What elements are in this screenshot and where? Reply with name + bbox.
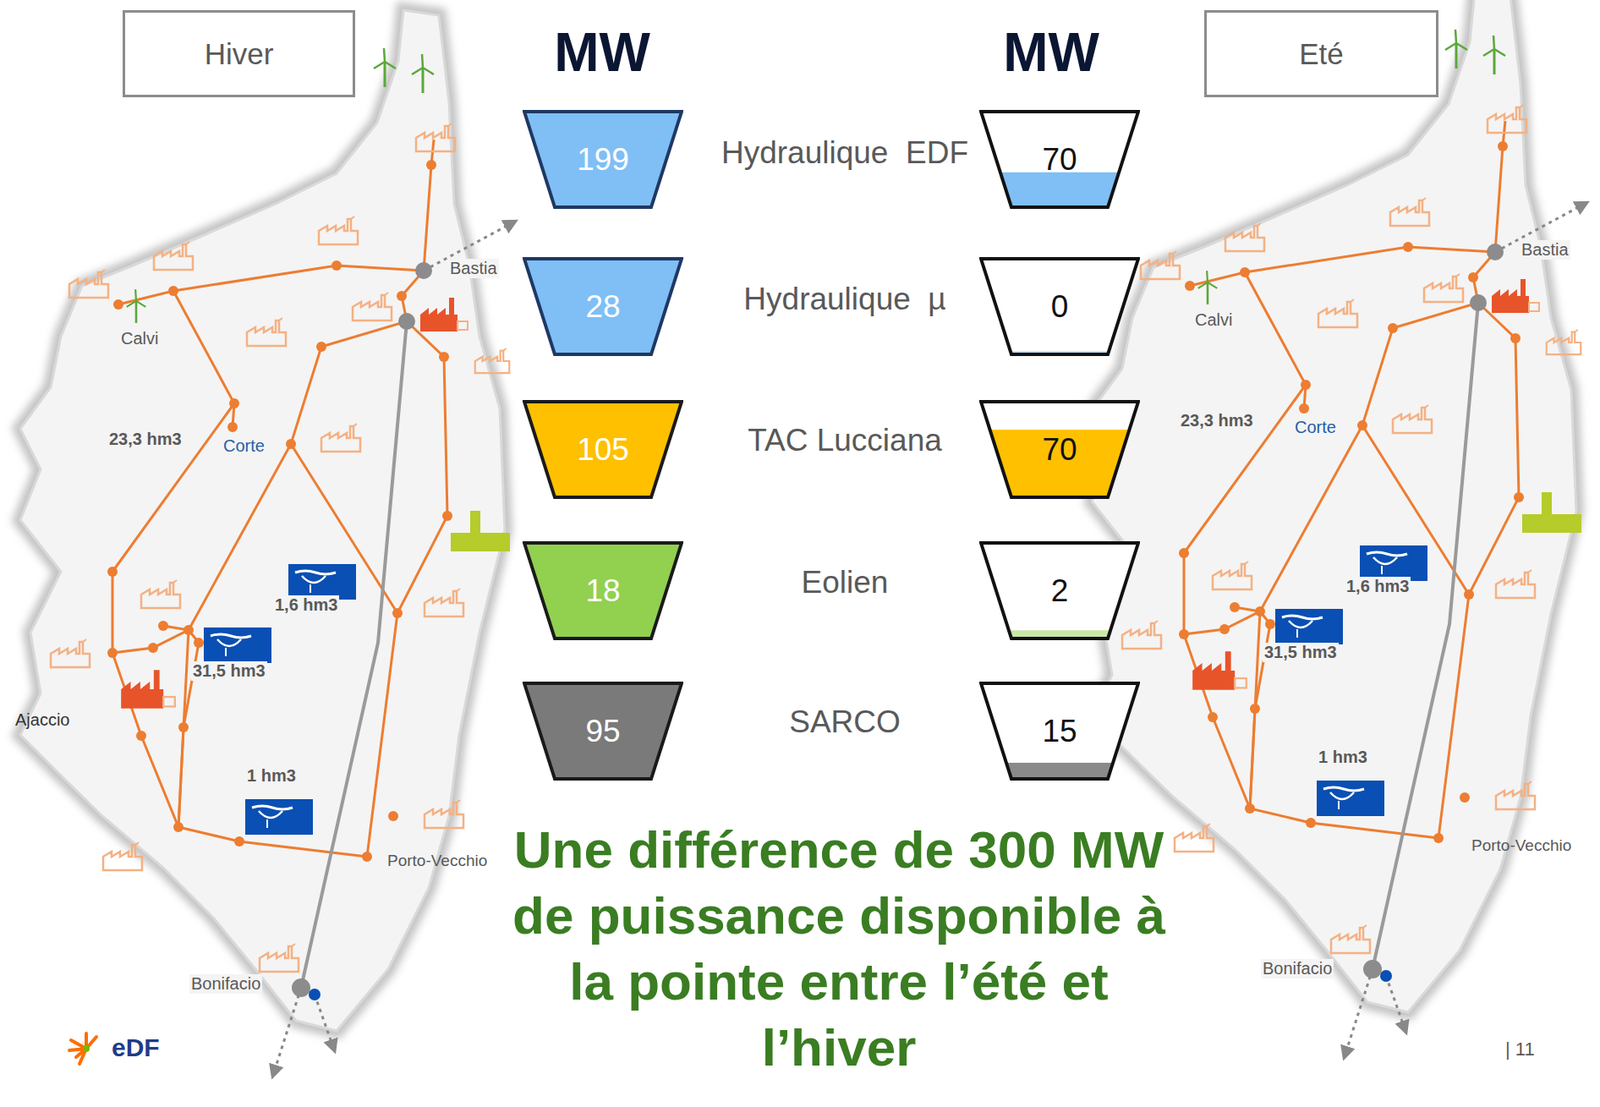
city-name: Bonifacio <box>189 974 263 994</box>
power-value: 28 <box>585 289 620 325</box>
power-value: 95 <box>585 713 620 750</box>
reservoir-volume: 23,3 hm3 <box>107 429 184 450</box>
reservoir-volume: 23,3 hm3 <box>1178 410 1255 431</box>
power-tank: 95 <box>522 681 684 781</box>
power-value: 70 <box>1041 142 1077 178</box>
power-value: 2 <box>1051 573 1069 609</box>
city-name: Corte <box>1293 417 1338 438</box>
city-name: Bastia <box>448 258 499 279</box>
city-name: Calvi <box>119 328 160 349</box>
city-name: Porto-Vecchio <box>1471 836 1572 855</box>
power-tank: 0 <box>979 257 1140 357</box>
power-value: 199 <box>576 142 630 178</box>
power-tank: 18 <box>522 541 684 641</box>
unit-header: MW <box>553 21 651 84</box>
power-tank: 70 <box>979 109 1140 209</box>
source-name: Hydraulique EDF <box>721 135 969 171</box>
source-name: SARCO <box>789 704 901 740</box>
city-name: Bonifacio <box>1260 958 1334 979</box>
source-name: Hydraulique µ <box>743 281 946 318</box>
city-name: Bastia <box>1519 240 1571 260</box>
source-name: TAC Lucciana <box>747 422 943 459</box>
city-name: Porto-Vecchio <box>387 851 488 871</box>
reservoir-volume: 1,6 hm3 <box>1344 576 1411 597</box>
power-tank: 105 <box>522 400 684 499</box>
power-value: 70 <box>1041 432 1077 468</box>
city-name: Calvi <box>1193 310 1234 330</box>
season-box: Eté <box>1204 10 1439 98</box>
power-value: 0 <box>1051 289 1069 325</box>
reservoir-volume: 31,5 hm3 <box>191 661 268 681</box>
season-label: Hiver <box>204 37 274 72</box>
power-value: 105 <box>576 432 630 468</box>
reservoir-volume: 1 hm3 <box>245 766 298 786</box>
power-value: 18 <box>585 573 620 609</box>
power-tank: 70 <box>979 400 1140 499</box>
page-number: | 11 <box>1505 1038 1535 1061</box>
reservoir-volume: 1,6 hm3 <box>273 595 340 615</box>
power-value: 15 <box>1041 713 1077 750</box>
power-tank: 28 <box>522 257 684 357</box>
power-tank: 15 <box>979 681 1140 781</box>
season-box: Hiver <box>122 10 356 98</box>
source-name: Eolien <box>801 564 889 601</box>
reservoir-volume: 1 hm3 <box>1316 747 1370 768</box>
unit-header: MW <box>1002 21 1100 84</box>
power-tank: 199 <box>522 109 684 209</box>
logo-text: eDF <box>111 1033 160 1063</box>
season-label: Eté <box>1298 37 1344 72</box>
city-name: Corte <box>221 436 267 456</box>
reservoir-volume: 31,5 hm3 <box>1262 642 1339 663</box>
city-name: Ajaccio <box>15 710 70 730</box>
power-tank: 2 <box>979 541 1140 641</box>
caption: Une différence de 300 MW de puissance di… <box>500 816 1178 1081</box>
